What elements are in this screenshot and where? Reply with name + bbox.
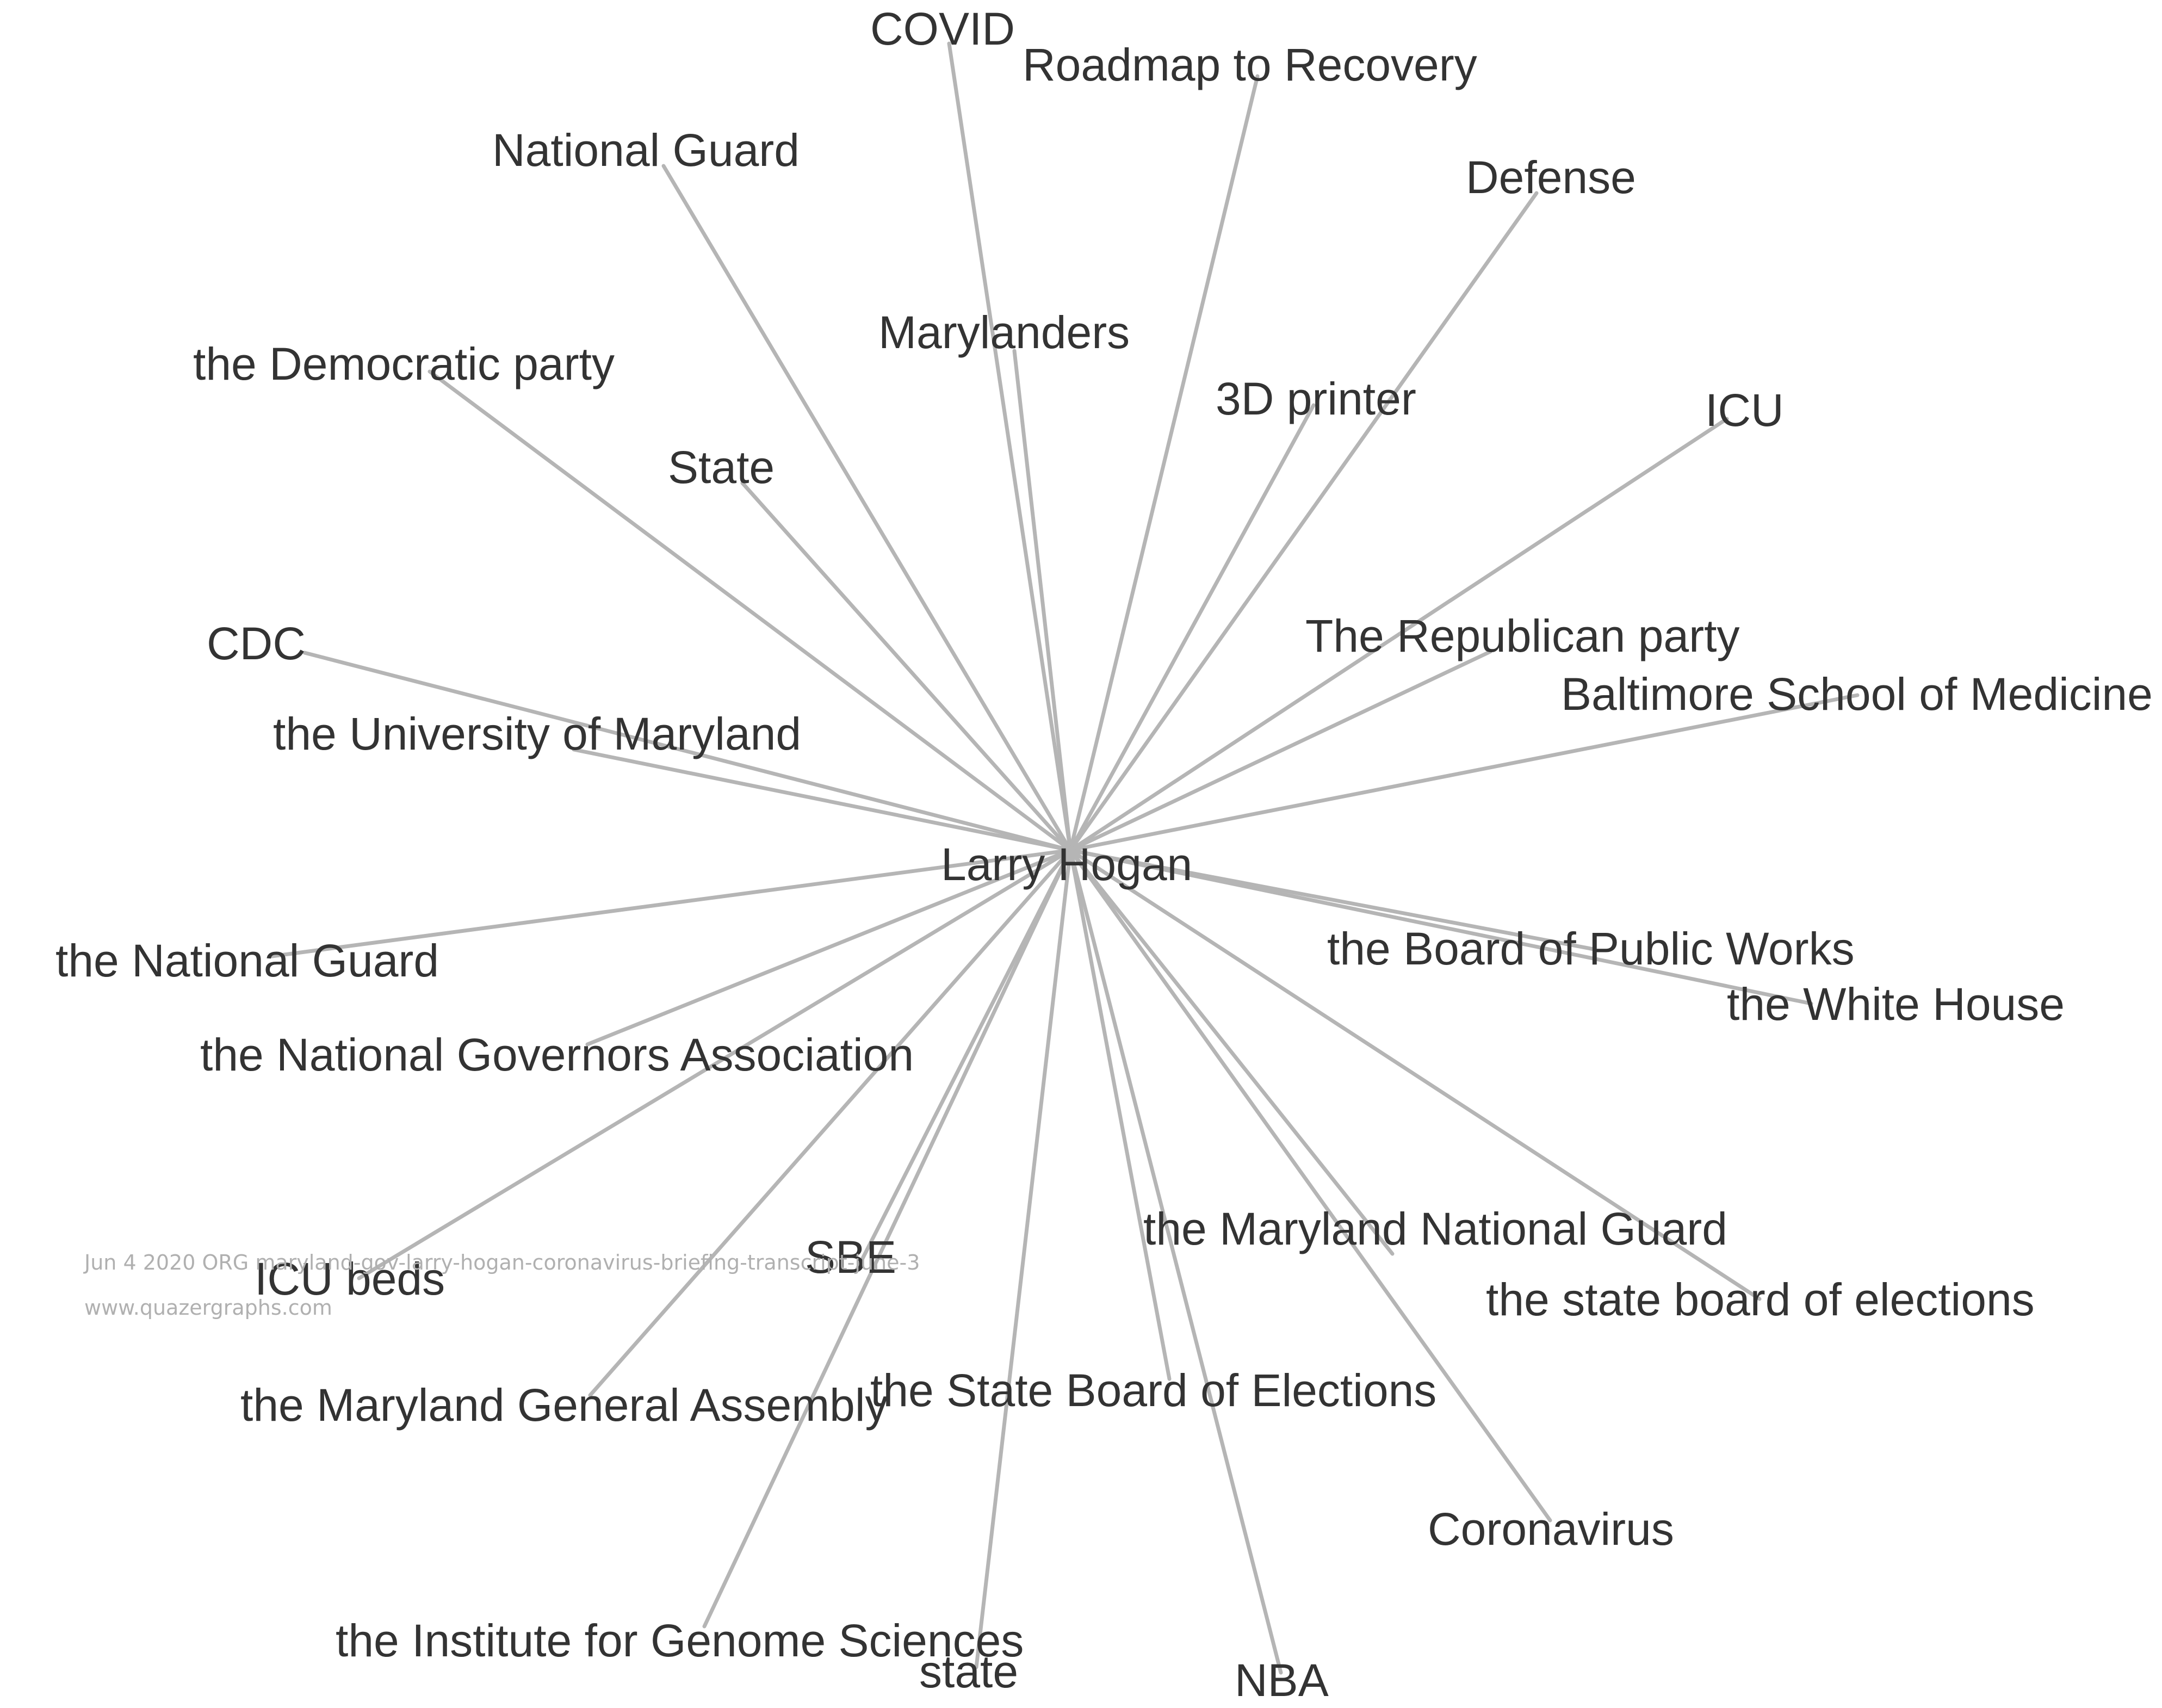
edge-16	[1068, 848, 1813, 1006]
node-label-16: the White House	[1727, 979, 2065, 1030]
edge-20	[854, 848, 1073, 1272]
edge-25	[702, 848, 1073, 1629]
node-label-17: the National Governors Association	[200, 1029, 914, 1080]
node-label-11: CDC	[207, 618, 306, 669]
node-label-22: the State Board of Elections	[870, 1365, 1436, 1416]
node-label-26: state	[919, 1646, 1018, 1697]
node-label-10: The Republican party	[1305, 610, 1739, 661]
edge-26	[974, 848, 1073, 1669]
center-node-label: Larry Hogan	[941, 839, 1192, 890]
watermark-line-1: Jun 4 2020 ORG maryland-gov-larry-hogan-…	[83, 1251, 920, 1274]
node-label-20: SBE	[805, 1232, 896, 1283]
edge-22	[1068, 848, 1172, 1381]
node-label-14: the Board of Public Works	[1327, 923, 1855, 974]
edge-23	[588, 848, 1073, 1397]
watermark-line-2: www.quazergraphs.com	[84, 1296, 332, 1320]
edge-5	[1012, 349, 1073, 852]
edge-17	[585, 848, 1073, 1047]
edge-24	[1068, 848, 1552, 1523]
node-label-15: the National Guard	[55, 935, 439, 986]
edge-8	[1068, 417, 1729, 852]
edge-15	[270, 848, 1073, 958]
edge-13	[572, 747, 1073, 852]
node-label-6: the Democratic party	[193, 338, 615, 389]
edge-19	[357, 848, 1073, 1280]
node-label-7: 3D printer	[1216, 373, 1416, 424]
edge-4	[1068, 191, 1539, 852]
edge-12	[1068, 693, 1860, 852]
node-label-3: National Guard	[492, 125, 800, 176]
node-label-27: NBA	[1235, 1655, 1329, 1706]
edge-1	[947, 41, 1073, 852]
edge-9	[740, 481, 1073, 852]
node-label-2: Roadmap to Recovery	[1023, 39, 1477, 90]
edge-18	[1068, 848, 1395, 1256]
edge-2	[1068, 74, 1260, 852]
edge-10	[1068, 649, 1492, 852]
edge-21	[1068, 848, 1762, 1301]
node-label-12: Baltimore School of Medicine	[1561, 669, 2153, 720]
node-label-8: ICU	[1705, 385, 1784, 436]
node-label-13: the University of Maryland	[273, 708, 801, 759]
node-label-5: Marylanders	[878, 307, 1130, 358]
node-label-23: the Maryland General Assembly	[240, 1379, 888, 1431]
node-label-21: the state board of elections	[1486, 1274, 2035, 1325]
node-label-19: ICU beds	[255, 1253, 445, 1304]
edge-6	[428, 369, 1073, 852]
node-label-24: Coronavirus	[1428, 1503, 1674, 1555]
node-label-1: COVID	[870, 3, 1015, 54]
edges	[270, 41, 1860, 1675]
edge-27	[1068, 848, 1283, 1675]
node-label-4: Defense	[1466, 152, 1636, 203]
node-label-18: the Maryland National Guard	[1143, 1203, 1727, 1254]
edge-11	[302, 651, 1073, 852]
node-label-25: the Institute for Genome Sciences	[336, 1615, 1024, 1666]
edge-3	[661, 164, 1073, 852]
node-label-9: State	[668, 442, 775, 493]
edge-7	[1068, 403, 1316, 852]
